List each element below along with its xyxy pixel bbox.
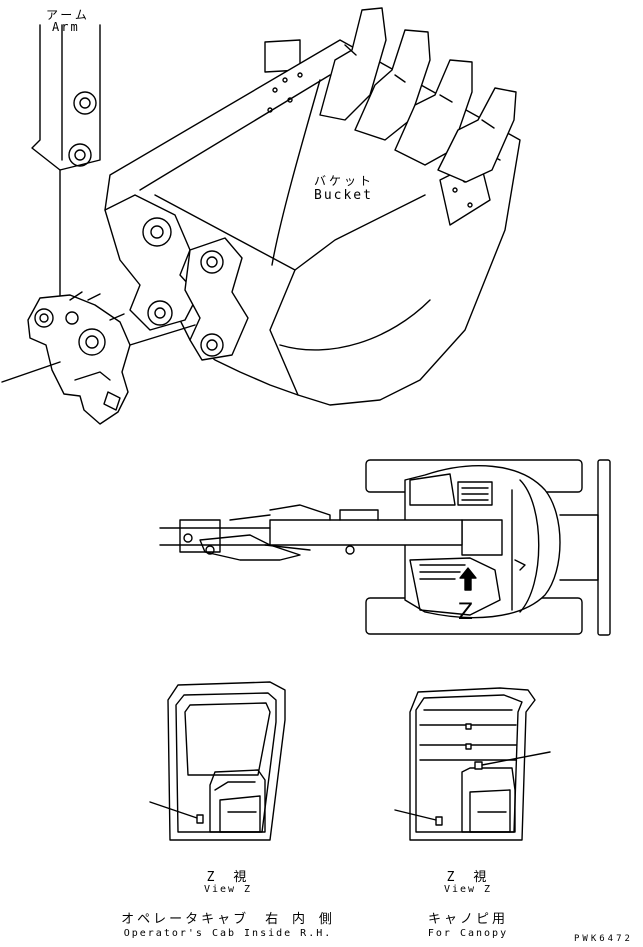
arm-label-jp: アーム (46, 8, 90, 22)
left-caption-jp: オペレータキャブ 右 内 側 (121, 912, 335, 927)
right-view-label-en: View Z (443, 884, 493, 895)
left-view-label-en: View Z (203, 884, 253, 895)
left-caption-en: Operator's Cab Inside R.H. (123, 928, 333, 939)
bucket-label-en: Bucket (314, 188, 373, 203)
bucket-link-drawing (2, 292, 130, 424)
operator-cab-view (150, 682, 285, 840)
right-view-label-jp: Z 視 (446, 870, 490, 885)
bucket-label-jp: バケット (314, 174, 375, 188)
bucket-drawing (105, 8, 520, 405)
view-z-marker: Z (458, 600, 474, 625)
arm-drawing (32, 25, 100, 300)
canopy-view (395, 688, 550, 840)
left-view-label-jp: Z 視 (206, 870, 250, 885)
right-caption-jp: キャノピ用 (427, 912, 508, 927)
excavator-top-view (160, 460, 610, 635)
right-caption-en: For Canopy (427, 928, 509, 939)
drawing-code: PWK6472 (574, 934, 633, 944)
arm-label-en: Arm (52, 20, 80, 34)
